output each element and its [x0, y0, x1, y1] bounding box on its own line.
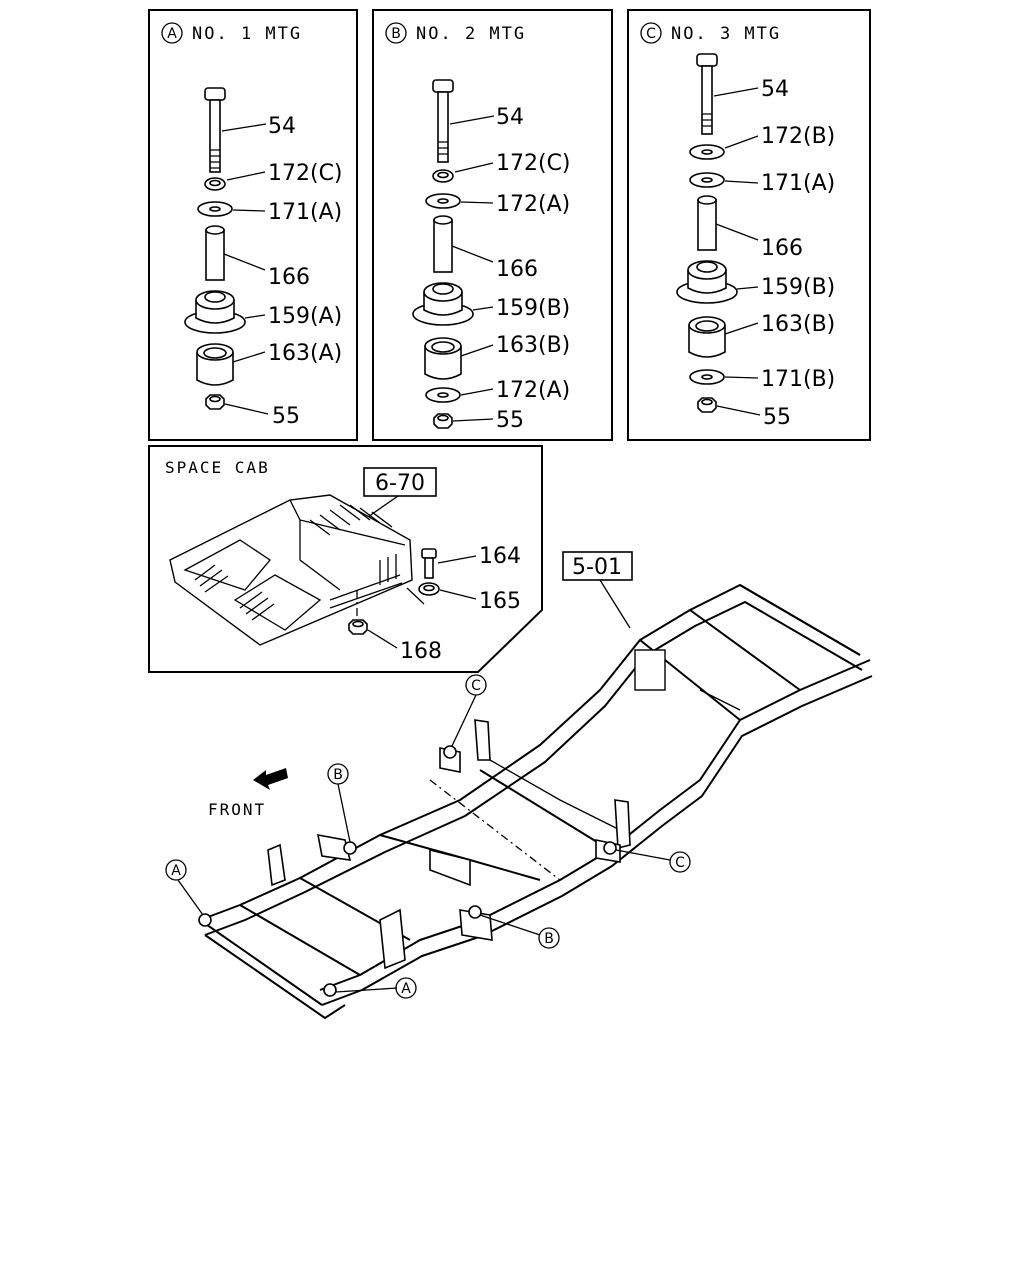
panel-a-marker-circle — [161, 22, 183, 44]
label-54: 54 — [268, 114, 296, 139]
label-172b: 172(B) — [761, 124, 835, 149]
label-55: 55 — [496, 408, 524, 433]
washer-172a-lower — [425, 387, 461, 403]
washer-171a — [197, 201, 233, 217]
marker-b-lower-circle — [538, 927, 560, 949]
washer-172b — [689, 144, 725, 160]
panel-no2-mounting: B NO. 2 MTG 54 172(C) 172(A) 166 159(B) — [372, 9, 613, 441]
sleeve-166 — [697, 195, 717, 251]
label-171a: 171(A) — [268, 200, 342, 225]
nut-168 — [348, 619, 368, 635]
label-163b: 163(B) — [496, 333, 570, 358]
label-165: 165 — [479, 589, 521, 614]
label-172a-lower: 172(A) — [496, 378, 570, 403]
sleeve-166 — [433, 215, 453, 273]
bolt-164 — [421, 548, 437, 579]
front-crossmember — [199, 919, 323, 1006]
label-164: 164 — [479, 544, 521, 569]
ref-6-70: 6-70 — [375, 471, 425, 496]
label-54: 54 — [761, 77, 789, 102]
label-163a: 163(A) — [268, 341, 342, 366]
panel-a-title: NO. 1 MTG — [192, 24, 302, 44]
panel-no3-mounting: C NO. 3 MTG 54 172(B) 171(A) 166 159(B) — [627, 9, 871, 441]
label-55: 55 — [763, 405, 791, 430]
panel-c-marker-circle — [640, 22, 662, 44]
panel-b-marker-circle — [385, 22, 407, 44]
panel-c-border — [627, 9, 871, 441]
space-cab-panel: SPACE CAB 6-70 164 165 168 — [148, 445, 543, 673]
nut-55 — [205, 394, 225, 410]
label-159a: 159(A) — [268, 304, 342, 329]
washer-171b — [689, 369, 725, 385]
cushion-159b — [676, 260, 738, 304]
washer-172c — [204, 177, 226, 191]
ref-5-01: 5-01 — [572, 555, 622, 580]
marker-b-upper: B — [333, 767, 343, 783]
nut-55 — [697, 397, 717, 413]
front-arrow-icon — [253, 768, 288, 790]
panel-b-border — [372, 9, 613, 441]
label-55: 55 — [272, 404, 300, 429]
panel-a-border — [148, 9, 358, 441]
label-172a: 172(A) — [496, 192, 570, 217]
ref-box-6-70 — [363, 467, 437, 497]
marker-c-upper-circle — [465, 674, 487, 696]
label-159b: 159(B) — [496, 296, 570, 321]
label-163b: 163(B) — [761, 312, 835, 337]
frame-left-rail — [199, 584, 861, 921]
marker-c-right-circle — [669, 851, 691, 873]
label-54: 54 — [496, 105, 524, 130]
label-166: 166 — [761, 236, 803, 261]
sleeve-166 — [205, 225, 225, 281]
bolt-54 — [696, 53, 718, 135]
washer-172a — [425, 193, 461, 209]
cushion-163b — [688, 316, 726, 358]
marker-c-upper: C — [471, 678, 481, 694]
label-168: 168 — [400, 639, 442, 664]
panel-no1-mounting: A NO. 1 MTG 54 172(C) 171(A) 166 159( — [148, 9, 358, 441]
cab-floor-panel — [169, 494, 413, 646]
label-172c: 172(C) — [496, 151, 571, 176]
bolt-54 — [204, 87, 226, 173]
washer-172c — [432, 169, 454, 183]
marker-a-left: A — [171, 863, 181, 879]
panel-c-marker: C — [646, 26, 656, 42]
marker-b-lower: B — [544, 931, 554, 947]
label-172c: 172(C) — [268, 161, 343, 186]
marker-b-upper-circle — [327, 763, 349, 785]
panel-b-marker: B — [391, 26, 401, 42]
cushion-163a — [196, 343, 234, 386]
nut-55 — [433, 413, 453, 429]
bolt-54 — [432, 79, 454, 163]
panel-b-title: NO. 2 MTG — [416, 24, 526, 44]
space-cab-title: SPACE CAB — [165, 458, 270, 477]
chassis-frame: 5-01 — [165, 551, 873, 1019]
marker-c-right: C — [675, 855, 685, 871]
label-166: 166 — [496, 257, 538, 282]
panel-c-title: NO. 3 MTG — [671, 24, 781, 44]
rear-crossmember-2 — [739, 584, 861, 656]
cushion-163b — [424, 337, 462, 380]
ref-box-5-01 — [562, 551, 633, 581]
cushion-159b — [412, 282, 474, 326]
washer-171a — [689, 172, 725, 188]
cushion-159a — [184, 290, 246, 334]
label-159b: 159(B) — [761, 275, 835, 300]
washer-165 — [418, 582, 440, 596]
label-171b: 171(B) — [761, 367, 835, 392]
space-cab-border — [148, 445, 543, 673]
panel-a-marker: A — [167, 26, 177, 42]
marker-a-left-circle — [165, 859, 187, 881]
front-label: FRONT — [208, 800, 266, 819]
label-166: 166 — [268, 265, 310, 290]
marker-a-lower-circle — [395, 977, 417, 999]
marker-a-lower: A — [401, 981, 411, 997]
label-171a: 171(A) — [761, 171, 835, 196]
